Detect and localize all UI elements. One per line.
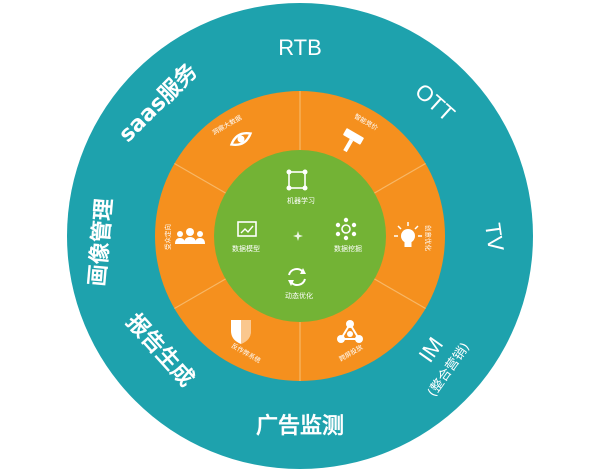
segment-label: 创意优化: [424, 225, 433, 252]
inner-item-mining: 数据挖掘: [334, 217, 362, 253]
label-rtb: RTB: [278, 35, 322, 60]
people-icon: [175, 228, 205, 244]
dashboard-icon: [237, 221, 257, 237]
segment-audience: 受众定向: [163, 224, 205, 250]
network-icon: [337, 320, 363, 343]
hub-icon: [335, 217, 357, 241]
inner-item-dynamic: 动态优化: [285, 268, 313, 300]
graph-icon: [286, 169, 308, 191]
segment-creative: 创意优化: [394, 222, 433, 252]
eye-icon: [229, 131, 253, 147]
inner-item-label: 机器学习: [287, 196, 315, 205]
label-ad-monitor: 广告监测: [256, 413, 344, 439]
inner-item-model: 数据模型: [232, 221, 260, 253]
inner-item-label: 动态优化: [285, 291, 313, 300]
shield-icon: [231, 320, 251, 344]
sparkle-icon: [293, 231, 303, 241]
label-tv: TV: [480, 221, 509, 253]
gavel-icon: [343, 128, 364, 153]
inner-item-label: 数据挖掘: [334, 244, 362, 253]
inner-item-label: 数据模型: [232, 244, 260, 253]
refresh-icon: [288, 268, 306, 286]
lightbulb-icon: [394, 222, 422, 247]
inner-item-ml: 机器学习: [286, 169, 315, 205]
middle-ring-dividers: [174, 91, 426, 381]
segment-label: 受众定向: [163, 224, 172, 250]
